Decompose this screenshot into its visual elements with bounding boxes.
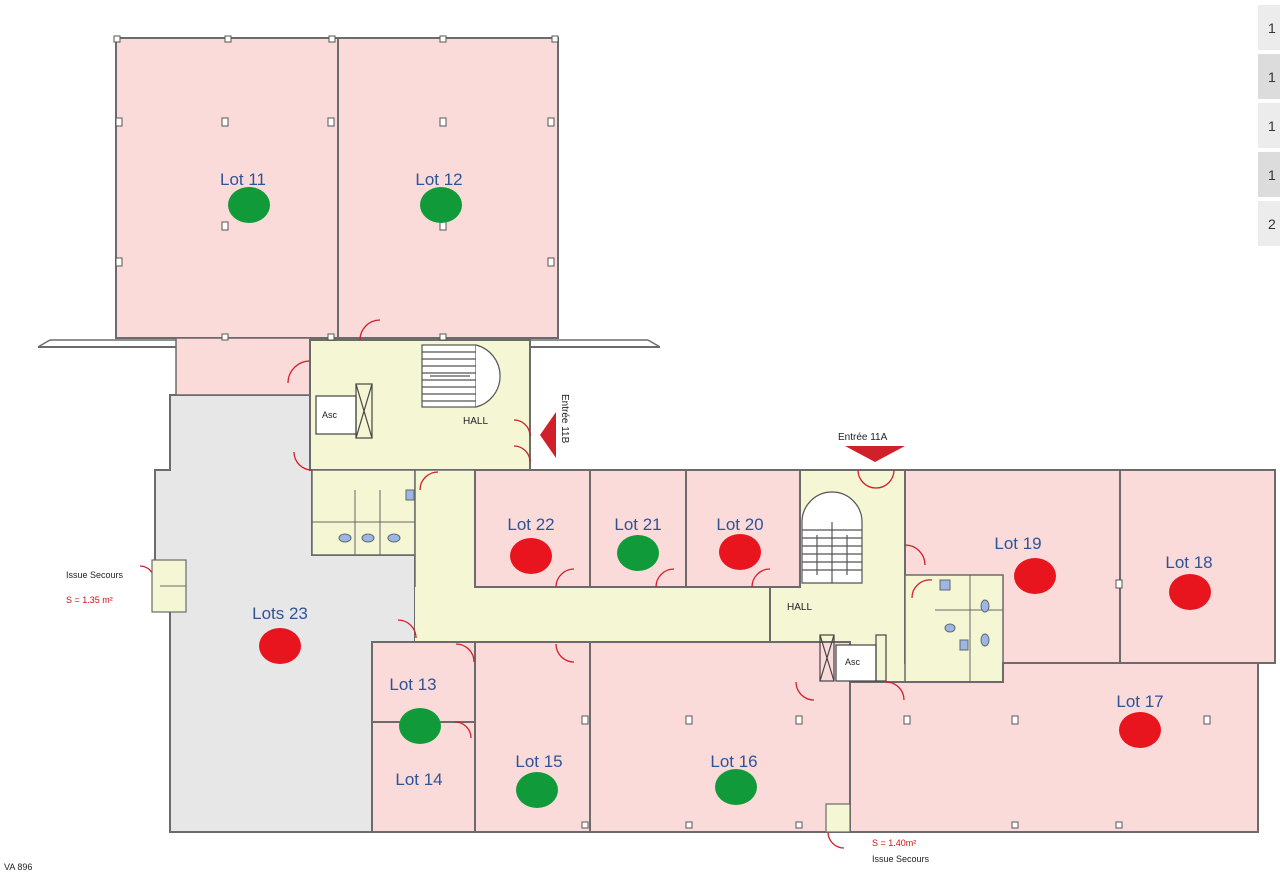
- status-dot-lot-17: [1119, 712, 1161, 748]
- stairs-right: [801, 491, 863, 584]
- room-lot-16: [589, 641, 851, 833]
- surface-bottom-label: S = 1.40m²: [872, 838, 916, 848]
- lots-layer: Lot 11 Lot 12 Lot 22 Lot 21 Lot 20 Lot 19 Lot …: [220, 170, 1213, 808]
- label-lot-16: Lot 16: [710, 752, 757, 771]
- side-tab: 1: [1258, 151, 1280, 197]
- status-dot-lot-13: [399, 708, 441, 744]
- issue-secours-left-label: Issue Secours: [66, 570, 124, 580]
- side-tab: 1: [1258, 4, 1280, 50]
- side-tab: 2: [1258, 200, 1280, 246]
- label-lot-20: Lot 20: [716, 515, 763, 534]
- room-lot-12: [337, 37, 559, 339]
- wc-right: [935, 575, 1003, 682]
- label-lot-17: Lot 17: [1116, 692, 1163, 711]
- asc-right-label: Asc: [845, 657, 861, 667]
- elevator-upper: [315, 383, 373, 439]
- elevator-right: [819, 634, 887, 682]
- wc-upper: [312, 489, 415, 555]
- status-dot-lot-20: [719, 534, 761, 570]
- hall-right-label: HALL: [787, 602, 812, 613]
- entree-11a-arrow: [845, 446, 905, 462]
- hall-upper-label: HALL: [463, 416, 488, 427]
- status-dot-lot-21: [617, 535, 659, 571]
- label-lots-23: Lots 23: [252, 604, 308, 623]
- status-dot-lot-16: [715, 769, 757, 805]
- status-dot-lot-19: [1014, 558, 1056, 594]
- label-lot-21: Lot 21: [614, 515, 661, 534]
- label-lot-22: Lot 22: [507, 515, 554, 534]
- footer-code: VA 896: [4, 862, 32, 872]
- status-dot-lot-22: [510, 538, 552, 574]
- room-lot-17: [849, 662, 1259, 833]
- label-lot-15: Lot 15: [515, 752, 562, 771]
- room-lot-18: [1119, 469, 1276, 664]
- stairs-upper: [421, 344, 501, 408]
- status-dot-lot-18: [1169, 574, 1211, 610]
- column-posts: [113, 35, 1211, 829]
- label-lot-13: Lot 13: [389, 675, 436, 694]
- asc-upper-label: Asc: [322, 410, 338, 420]
- entree-11a-label: Entrée 11A: [838, 432, 888, 443]
- entree-11b-arrow: [540, 412, 556, 458]
- status-dot-lots-23: [259, 628, 301, 664]
- side-tab: 1: [1258, 102, 1280, 148]
- entree-11b-label: Entrée 11B: [559, 394, 570, 444]
- status-dot-lot-12: [420, 187, 462, 223]
- label-lot-11: Lot 11: [220, 170, 266, 189]
- side-tab: 1: [1258, 53, 1280, 99]
- surface-left-label: S = 1.35 m²: [66, 595, 113, 605]
- door-swings: [139, 319, 933, 849]
- status-dot-lot-15: [516, 772, 558, 808]
- label-lot-14: Lot 14: [395, 770, 442, 789]
- issue-secours-bottom-label: Issue Secours: [872, 854, 930, 864]
- status-dot-lot-11: [228, 187, 270, 223]
- label-lot-19: Lot 19: [994, 534, 1041, 553]
- label-lot-12: Lot 12: [415, 170, 462, 189]
- label-lot-18: Lot 18: [1165, 553, 1212, 572]
- emergency-exit-bottom: [825, 803, 851, 833]
